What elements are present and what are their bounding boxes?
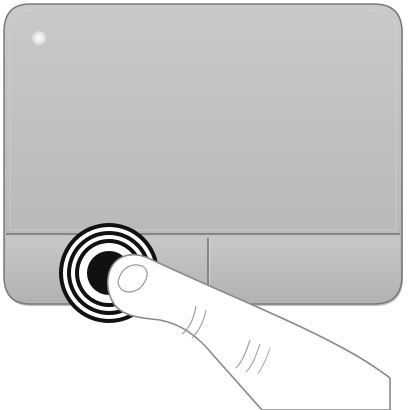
right-touchpad-button[interactable] xyxy=(209,237,400,302)
touchpad-status-light xyxy=(32,31,46,45)
